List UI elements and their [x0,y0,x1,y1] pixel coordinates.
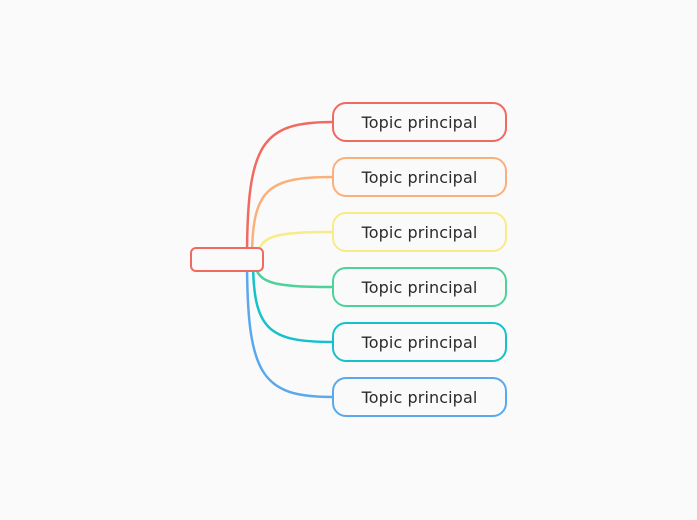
main-topic-label: Topic principal [361,167,478,187]
central-topic-node[interactable] [190,247,264,272]
main-topic-node[interactable]: Topic principal [332,157,507,197]
topic-connector-line [245,257,335,399]
main-topic-node[interactable]: Topic principal [332,102,507,142]
topic-connector-line [253,257,335,289]
main-topic-label: Topic principal [361,387,478,407]
topic-connector-line [250,175,335,261]
main-topic-label: Topic principal [361,222,478,242]
main-topic-label: Topic principal [361,277,478,297]
main-topic-label: Topic principal [361,112,478,132]
topic-connector-line [245,120,335,261]
main-topic-node[interactable]: Topic principal [332,212,507,252]
main-topic-node[interactable]: Topic principal [332,267,507,307]
topic-connector-line [251,257,335,344]
main-topic-node[interactable]: Topic principal [332,377,507,417]
main-topic-node[interactable]: Topic principal [332,322,507,362]
topic-connector-line [256,230,335,261]
main-topic-label: Topic principal [361,332,478,352]
